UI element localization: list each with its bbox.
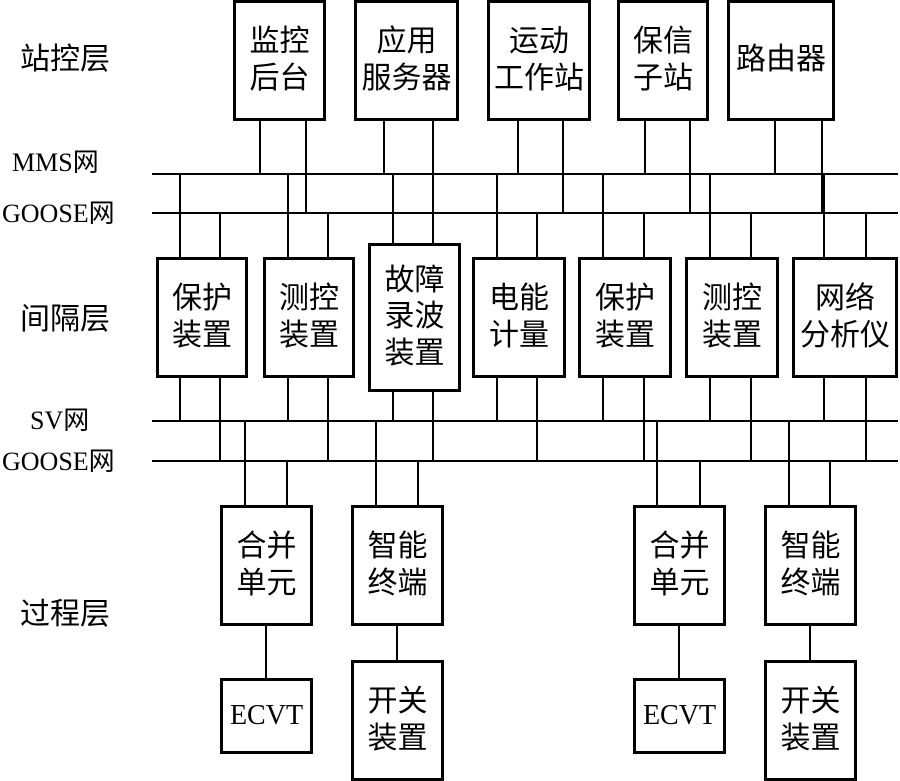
device-label: 运动 工作站 <box>494 23 584 96</box>
connection-lines <box>152 120 898 679</box>
device-label: 电能 计量 <box>489 280 549 353</box>
protection-info-substation-box: 保信 子站 <box>617 0 709 121</box>
bay-layer-label: 间隔层 <box>20 302 110 337</box>
goose-bottom-network-label: GOOSE网 <box>2 447 115 476</box>
monitoring-backend-box: 监控 后台 <box>233 0 326 121</box>
device-label: 保护 装置 <box>172 280 232 353</box>
goose-top-network-label: GOOSE网 <box>2 199 115 228</box>
device-label: 智能 终端 <box>780 528 841 601</box>
protection-device-box-1: 保护 装置 <box>156 257 248 378</box>
device-label: 监控 后台 <box>249 23 310 96</box>
device-label: 智能 终端 <box>367 528 428 601</box>
station-layer-label: 站控层 <box>20 42 110 77</box>
merging-unit-box-1: 合并 单元 <box>220 505 313 626</box>
measurement-control-device-box-2: 测控 装置 <box>685 257 779 378</box>
device-label: 开关 装置 <box>780 683 841 756</box>
device-label: 开关 装置 <box>367 683 428 756</box>
device-label: 网络 分析仪 <box>800 280 890 353</box>
device-label: 保护 装置 <box>595 280 655 353</box>
application-server-box: 应用 服务器 <box>354 0 459 121</box>
intelligent-terminal-box-2: 智能 终端 <box>764 505 857 626</box>
device-label: ECVT <box>642 699 717 731</box>
device-label: 合并 单元 <box>649 528 710 601</box>
device-label: 测控 装置 <box>702 280 762 353</box>
device-label: 保信 子站 <box>633 23 693 96</box>
protection-device-box-2: 保护 装置 <box>578 257 672 378</box>
device-label: 测控 装置 <box>279 280 339 353</box>
mms-network-label: MMS网 <box>12 148 99 177</box>
sv-network-label: SV网 <box>30 406 90 435</box>
ecvt-box-2: ECVT <box>633 678 726 754</box>
telecontrol-workstation-box: 运动 工作站 <box>487 0 591 121</box>
device-label: 故障 录波 装置 <box>384 262 445 371</box>
router-box: 路由器 <box>727 0 835 121</box>
intelligent-terminal-box-1: 智能 终端 <box>351 505 444 626</box>
device-label: 路由器 <box>736 42 826 78</box>
merging-unit-box-2: 合并 单元 <box>633 505 726 626</box>
energy-metering-box: 电能 计量 <box>472 257 566 378</box>
device-label: 合并 单元 <box>236 528 297 601</box>
ecvt-box-1: ECVT <box>220 678 313 754</box>
process-layer-label: 过程层 <box>20 597 110 632</box>
switchgear-box-2: 开关 装置 <box>764 660 857 781</box>
switchgear-box-1: 开关 装置 <box>351 660 444 781</box>
measurement-control-device-box-1: 测控 装置 <box>263 257 355 378</box>
network-analyzer-box: 网络 分析仪 <box>792 257 898 378</box>
device-label: ECVT <box>229 699 304 731</box>
fault-recorder-box: 故障 录波 装置 <box>368 243 461 392</box>
device-label: 应用 服务器 <box>361 23 452 96</box>
